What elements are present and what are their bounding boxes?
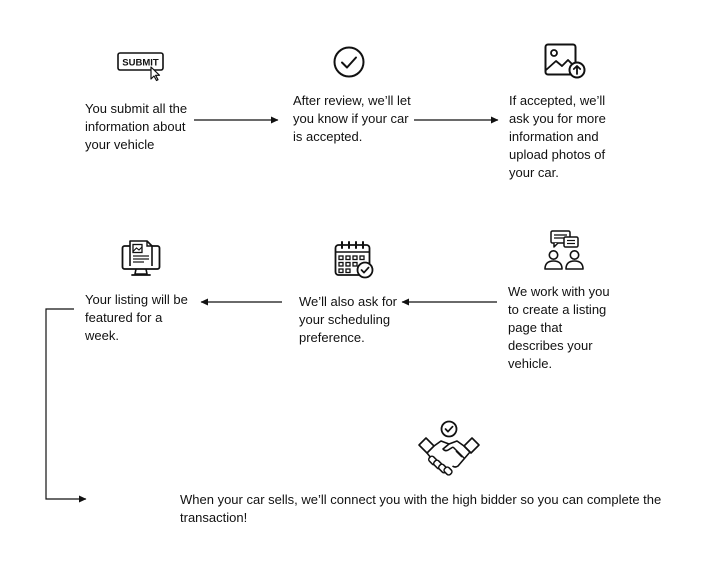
step-3-text: If accepted, we’ll ask you for more info… xyxy=(509,93,606,180)
submit-icon-label: SUBMIT xyxy=(122,58,159,69)
step-4-text: We work with you to create a listing pag… xyxy=(508,284,610,371)
step-5-text: We’ll also ask for your scheduling prefe… xyxy=(299,294,398,345)
calendar-check-icon xyxy=(334,241,374,279)
handshake-check-icon xyxy=(418,420,480,476)
people-chat-icon xyxy=(544,230,584,270)
photo-upload-icon xyxy=(544,43,586,79)
step-6-text: Your listing will be featured for a week… xyxy=(85,292,188,343)
step-2-text: After review, we’ll let you know if your… xyxy=(293,93,411,144)
checkmark-circle-icon xyxy=(333,46,365,78)
arrow-step6-to-step7 xyxy=(45,308,87,503)
monitor-listing-icon xyxy=(121,240,161,276)
step-1-text: You submit all the information about you… xyxy=(85,101,188,152)
submit-button-icon: SUBMIT xyxy=(117,52,164,82)
step-7-text: When your car sells, we’ll connect you w… xyxy=(180,492,662,525)
